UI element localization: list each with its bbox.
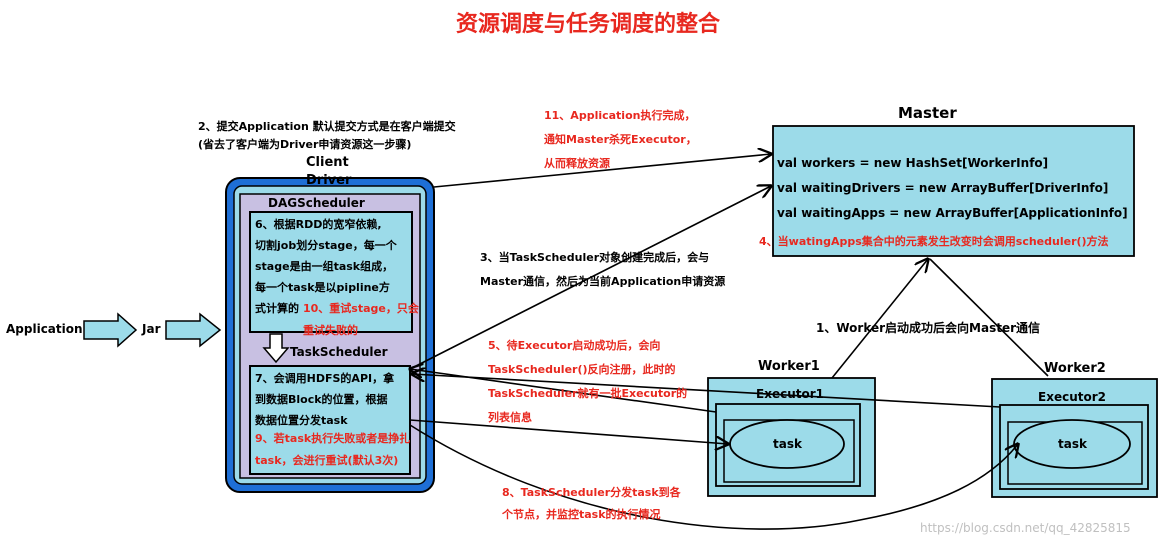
- worker2-task-label: task: [1058, 437, 1087, 451]
- worker1-task-label: task: [773, 437, 802, 451]
- step5-line-2: TaskScheduler()反向注册，此时的: [488, 363, 676, 376]
- step10-line-2: 重试失败的: [303, 324, 358, 337]
- step6-text: 6、根据RDD的宽窄依赖, 切割job划分stage，每一个 stage是由一组…: [255, 214, 397, 319]
- step7-line-1: 7、会调用HDFS的API，拿: [255, 372, 395, 385]
- step9-text: 9、若task执行失败或者是挣扎 task，会进行重试(默认3次): [255, 428, 410, 472]
- step2-line-2: (省去了客户端为Driver申请资源这一步骤): [198, 138, 412, 151]
- master-field-workers: val workers = new HashSet[WorkerInfo]: [777, 156, 1049, 170]
- page-title: 资源调度与任务调度的整合: [455, 12, 720, 37]
- master-field-waiting-drivers: val waitingDrivers = new ArrayBuffer[Dri…: [777, 181, 1109, 195]
- step2-line-1: 2、提交Application 默认提交方式是在客户端提交: [198, 120, 456, 133]
- step6-line-4: 每一个task是以pipline方: [255, 281, 390, 294]
- step10-text: 10、重试stage，只会 重试失败的: [303, 298, 419, 342]
- arrow-client-to-master-top: [433, 154, 771, 188]
- step1-text: 1、Worker启动成功后会向Master通信: [816, 321, 1041, 335]
- step3-line-1: 3、当TaskScheduler对象创建完成后，会与: [480, 251, 710, 264]
- step11-line-2: 通知Master杀死Executor，: [544, 133, 697, 146]
- dag-inner-box: [249, 211, 413, 333]
- step8-text: 8、TaskScheduler分发task到各 个节点，并监控task的执行情况: [502, 482, 681, 526]
- task-scheduler-label: TaskScheduler: [290, 345, 388, 359]
- executor1-title: Executor1: [756, 387, 824, 401]
- master-field-waiting-apps: val waitingApps = new ArrayBuffer[Applic…: [777, 206, 1128, 220]
- master-box: [772, 125, 1135, 257]
- step7-line-3: 数据位置分发task: [255, 414, 348, 427]
- arrow-taskscheduler-to-task2: [409, 424, 1018, 530]
- master-title: Master: [898, 104, 957, 122]
- watermark: https://blog.csdn.net/qq_42825815: [920, 521, 1131, 535]
- arrow-worker2-to-master: [929, 258, 1049, 377]
- step6-line-5: 式计算的: [255, 302, 299, 315]
- arrow-worker1-to-master: [831, 259, 928, 379]
- worker2-title: Worker2: [1044, 361, 1106, 376]
- step7-text: 7、会调用HDFS的API，拿 到数据Block的位置，根据 数据位置分发tas…: [255, 368, 394, 431]
- step4-text: 4、当watingApps集合中的元素发生改变时会调用scheduler()方法: [759, 235, 1109, 248]
- driver-label: Driver: [306, 173, 352, 188]
- step5-line-4: 列表信息: [488, 411, 532, 424]
- jar-label: Jar: [142, 322, 161, 336]
- step6-line-3: stage是由一组task组成，: [255, 260, 394, 273]
- fat-arrow-jar-client: [165, 312, 222, 348]
- step5-line-1: 5、待Executor启动成功后，会向: [488, 339, 661, 352]
- step3-text: 3、当TaskScheduler对象创建完成后，会与 Master通信，然后为当…: [480, 246, 725, 294]
- master-fields: val workers = new HashSet[WorkerInfo] va…: [777, 151, 1128, 226]
- step6-line-2: 切割job划分stage，每一个: [255, 239, 397, 252]
- client-label: Client: [306, 155, 349, 170]
- step11-line-3: 从而释放资源: [544, 157, 610, 170]
- step7-line-2: 到数据Block的位置，根据: [255, 393, 388, 406]
- worker1-title: Worker1: [758, 359, 820, 374]
- worker1-task-ellipse: [729, 419, 845, 469]
- fat-arrow-application-jar: [83, 312, 138, 348]
- step5-line-3: TaskScheduler就有一批Executor的: [488, 387, 688, 400]
- step3-line-2: Master通信，然后为当前Application申请资源: [480, 275, 726, 288]
- task-scheduler-inner-box: [249, 365, 411, 475]
- step8-line-2: 个节点，并监控task的执行情况: [502, 508, 661, 521]
- step2-text: 2、提交Application 默认提交方式是在客户端提交 (省去了客户端为Dr…: [198, 118, 456, 154]
- step9-line-2: task，会进行重试(默认3次): [255, 454, 399, 467]
- down-arrow-dag-to-task-scheduler: [262, 333, 290, 364]
- step9-line-1: 9、若task执行失败或者是挣扎: [255, 432, 411, 445]
- step5-text: 5、待Executor启动成功后，会向 TaskScheduler()反向注册，…: [488, 334, 687, 430]
- step11-text: 11、Application执行完成， 通知Master杀死Executor， …: [544, 104, 697, 176]
- step10-line-1: 10、重试stage，只会: [303, 302, 419, 315]
- step8-line-1: 8、TaskScheduler分发task到各: [502, 486, 681, 499]
- arrow-taskscheduler-to-task1: [409, 419, 728, 444]
- dag-scheduler-label: DAGScheduler: [268, 196, 365, 210]
- arrow-taskscheduler-to-master: [411, 186, 771, 369]
- executor2-title: Executor2: [1038, 390, 1106, 404]
- application-label: Application: [6, 322, 83, 336]
- arrow-executor2-to-taskscheduler: [412, 374, 1001, 408]
- step6-line-1: 6、根据RDD的宽窄依赖,: [255, 218, 382, 231]
- step11-line-1: 11、Application执行完成，: [544, 109, 696, 122]
